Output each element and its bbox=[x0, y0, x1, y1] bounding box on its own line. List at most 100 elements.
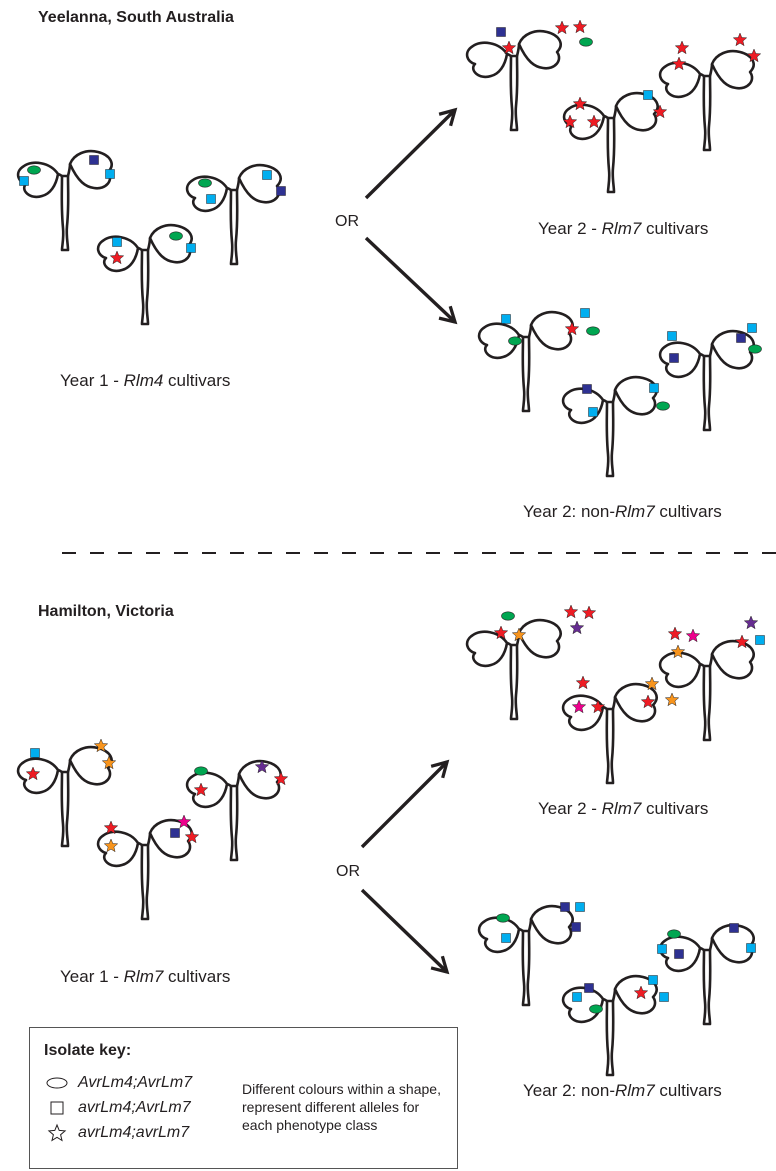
isolate-square bbox=[648, 975, 658, 985]
isolate-ellipse bbox=[586, 326, 600, 336]
isolate-star bbox=[586, 114, 602, 129]
isolate-star bbox=[572, 19, 588, 34]
isolate-star bbox=[569, 620, 585, 635]
plant bbox=[658, 32, 762, 152]
outcome-arrow bbox=[360, 759, 450, 849]
isolate-square bbox=[206, 194, 216, 204]
caption-year2-nonrlm7-hamilton: Year 2: non-Rlm7 cultivars bbox=[523, 1081, 722, 1100]
isolate-key: Isolate key: AvrLm4;AvrLm7 avrLm4;AvrLm7… bbox=[29, 1027, 458, 1169]
isolate-ellipse bbox=[496, 913, 510, 923]
leaf bbox=[68, 745, 113, 786]
isolate-star bbox=[664, 692, 680, 707]
isolate-star bbox=[640, 694, 656, 709]
isolate-square bbox=[572, 992, 582, 1002]
isolate-ellipse bbox=[194, 766, 208, 776]
leaf bbox=[96, 830, 140, 868]
plant bbox=[477, 902, 585, 1007]
isolate-star bbox=[590, 699, 606, 714]
leaf bbox=[613, 974, 658, 1015]
isolate-square bbox=[582, 384, 592, 394]
isolate-square bbox=[643, 90, 653, 100]
leaf bbox=[16, 757, 60, 795]
isolate-square bbox=[584, 983, 594, 993]
isolate-star bbox=[493, 625, 509, 640]
isolate-square bbox=[496, 27, 506, 37]
isolate-star bbox=[743, 615, 759, 630]
isolate-square bbox=[19, 176, 29, 186]
caption-year2-nonrlm7-yeelanna: Year 2: non-Rlm7 cultivars bbox=[523, 502, 722, 521]
isolate-square bbox=[747, 323, 757, 333]
isolate-square bbox=[112, 237, 122, 247]
isolate-square bbox=[170, 828, 180, 838]
isolate-square bbox=[89, 155, 99, 165]
isolate-star bbox=[101, 755, 117, 770]
isolate-ellipse bbox=[508, 336, 522, 346]
isolate-square bbox=[667, 331, 677, 341]
leaf bbox=[185, 175, 229, 213]
isolate-ellipse bbox=[589, 1004, 603, 1014]
plant bbox=[561, 675, 680, 785]
leaf bbox=[561, 387, 605, 425]
isolate-star bbox=[674, 40, 690, 55]
leaf bbox=[517, 618, 562, 659]
isolate-star bbox=[103, 820, 119, 835]
isolate-star bbox=[184, 829, 200, 844]
isolate-square bbox=[575, 902, 585, 912]
isolate-square bbox=[649, 383, 659, 393]
isolate-star bbox=[511, 627, 527, 642]
isolate-star bbox=[575, 675, 591, 690]
leaf bbox=[185, 771, 229, 809]
isolate-ellipse bbox=[27, 165, 41, 175]
site-title-yeelanna: Yeelanna, South Australia bbox=[38, 9, 234, 26]
plant bbox=[465, 19, 593, 132]
isolate-square bbox=[105, 169, 115, 179]
isolate-star bbox=[501, 40, 517, 55]
isolate-star bbox=[254, 759, 270, 774]
isolate-star bbox=[103, 838, 119, 853]
isolate-square bbox=[560, 902, 570, 912]
leaf bbox=[477, 916, 521, 954]
isolate-star bbox=[633, 985, 649, 1000]
ellipse-icon bbox=[46, 1077, 68, 1089]
leaf bbox=[477, 322, 521, 360]
plant bbox=[561, 974, 669, 1077]
leaf bbox=[614, 91, 659, 132]
key-row-star: avrLm4;avrLm7 bbox=[44, 1123, 189, 1143]
plant bbox=[185, 163, 286, 266]
isolate-ellipse bbox=[198, 178, 212, 188]
isolate-square bbox=[580, 308, 590, 318]
leaf bbox=[517, 29, 562, 70]
site-title-hamilton: Hamilton, Victoria bbox=[38, 603, 174, 620]
isolate-square bbox=[186, 243, 196, 253]
square-icon bbox=[50, 1101, 64, 1115]
isolate-square bbox=[729, 923, 739, 933]
plant bbox=[658, 615, 765, 742]
outcome-arrow bbox=[360, 888, 450, 975]
isolate-square bbox=[588, 407, 598, 417]
or-label-top: OR bbox=[335, 213, 359, 230]
leaf bbox=[237, 163, 282, 204]
isolate-ellipse bbox=[501, 611, 515, 621]
isolate-star bbox=[734, 634, 750, 649]
leaf bbox=[148, 223, 193, 264]
isolate-star bbox=[109, 250, 125, 265]
isolate-square bbox=[501, 314, 511, 324]
leaf bbox=[613, 682, 658, 723]
plant bbox=[657, 923, 756, 1026]
isolate-star bbox=[671, 56, 687, 71]
caption-year1-yeelanna: Year 1 - Rlm4 cultivars bbox=[60, 371, 231, 390]
leaf bbox=[658, 651, 702, 689]
key-row-ellipse: AvrLm4;AvrLm7 bbox=[44, 1073, 192, 1093]
isolate-star bbox=[273, 771, 289, 786]
isolate-star bbox=[93, 738, 109, 753]
isolate-star bbox=[572, 96, 588, 111]
isolate-ellipse bbox=[169, 231, 183, 241]
key-title: Isolate key: bbox=[44, 1042, 132, 1059]
isolate-star bbox=[581, 605, 597, 620]
isolate-star bbox=[25, 766, 41, 781]
leaf bbox=[613, 375, 658, 416]
isolate-square bbox=[571, 922, 581, 932]
isolate-square bbox=[262, 170, 272, 180]
plant bbox=[562, 90, 668, 194]
key-note: Different colours within a shape, repres… bbox=[242, 1081, 441, 1133]
